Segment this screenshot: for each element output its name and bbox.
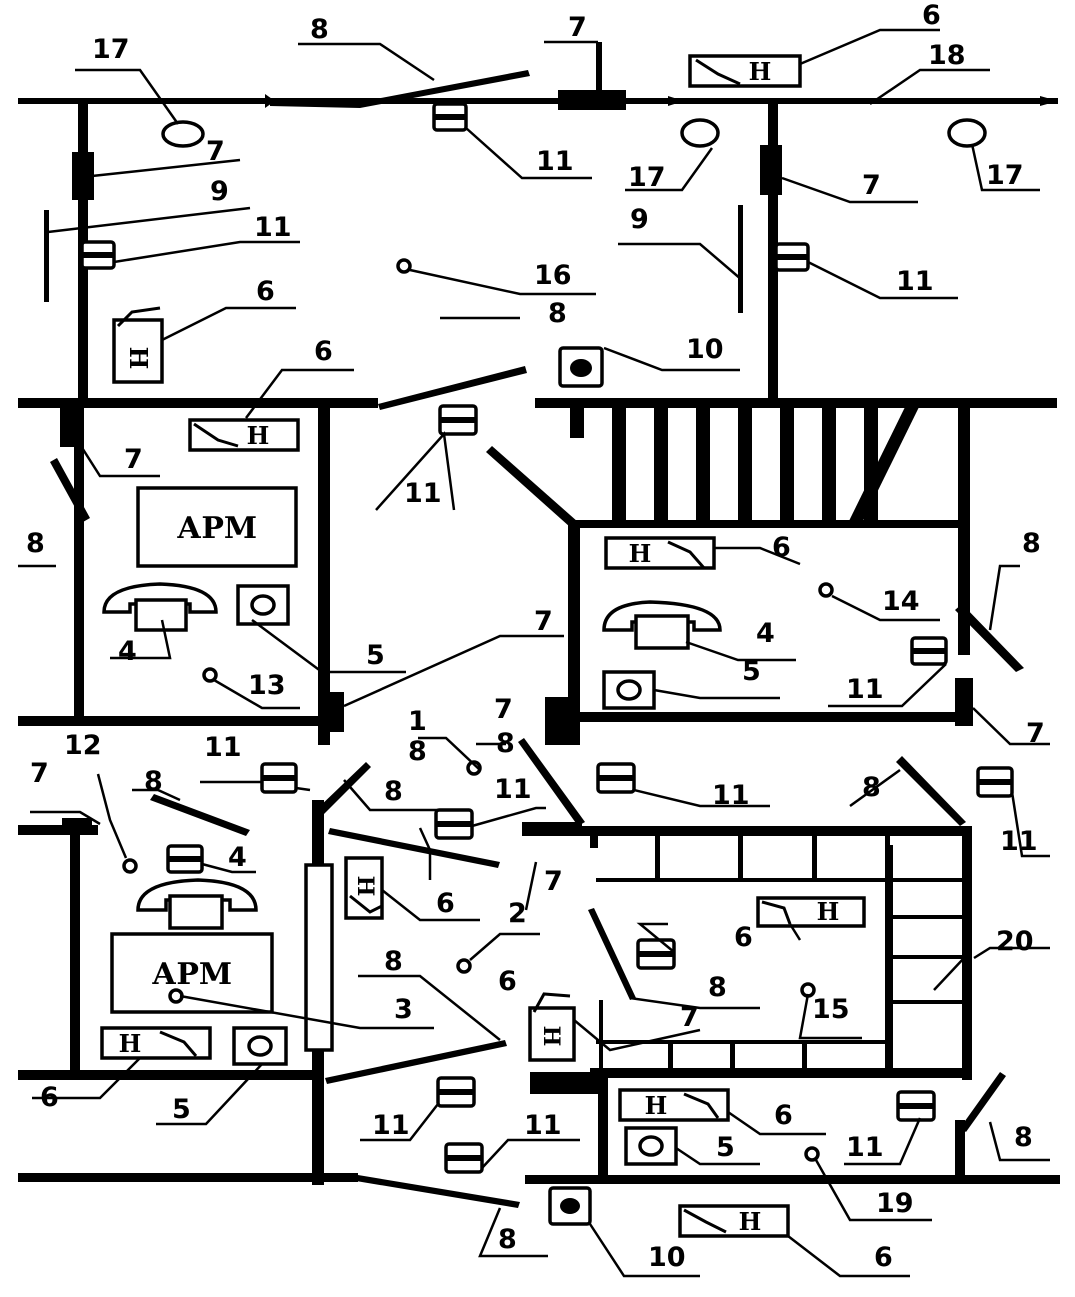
detector-5-symbols <box>232 584 678 1166</box>
indicator-6-symbols: Н Н Н Н Н Н Н Н Н Н <box>100 54 866 1238</box>
callout-11: 11 <box>494 774 532 805</box>
callout-8: 8 <box>1014 1122 1033 1153</box>
callout-18: 18 <box>928 40 966 71</box>
misc-lines <box>44 94 1058 313</box>
callout-7: 7 <box>124 444 143 475</box>
callout-8: 8 <box>708 972 727 1003</box>
callout-19: 19 <box>876 1188 914 1219</box>
callout-6: 6 <box>874 1242 893 1273</box>
callout-11: 11 <box>896 266 934 297</box>
callout-11: 11 <box>712 780 750 811</box>
arm-label-lower: АРМ <box>152 957 232 992</box>
callout-8: 8 <box>144 766 163 797</box>
indicator-h: Н <box>538 1026 564 1047</box>
callout-6: 6 <box>40 1082 59 1113</box>
callout-7: 7 <box>1026 718 1045 749</box>
indicator-h: Н <box>645 1091 668 1120</box>
callout-5: 5 <box>716 1132 735 1163</box>
callout-9: 9 <box>210 176 229 207</box>
callout-11: 11 <box>846 1132 884 1163</box>
callout-7: 7 <box>534 606 553 637</box>
callout-10: 10 <box>686 334 724 365</box>
callout-20: 20 <box>996 926 1034 957</box>
callout-1: 1 <box>408 706 427 737</box>
callout-5: 5 <box>742 656 761 687</box>
probe-points <box>122 258 834 1162</box>
indicator-h: Н <box>629 539 652 568</box>
callout-7: 7 <box>494 694 513 725</box>
walls <box>18 98 1060 1185</box>
callout-9: 9 <box>630 204 649 235</box>
callout-14: 14 <box>882 586 920 617</box>
callout-6: 6 <box>774 1100 793 1131</box>
callout-17: 17 <box>986 160 1024 191</box>
callout-11: 11 <box>404 478 442 509</box>
callout-7: 7 <box>30 758 49 789</box>
callout-11: 11 <box>254 212 292 243</box>
door-blocks <box>60 42 973 1094</box>
callout-7: 7 <box>568 12 587 43</box>
callout-8: 8 <box>384 946 403 977</box>
phone-4-symbols <box>102 582 722 930</box>
callout-7: 7 <box>680 1002 699 1033</box>
callout-6: 6 <box>922 0 941 31</box>
callout-11: 11 <box>536 146 574 177</box>
callout-8: 8 <box>496 728 515 759</box>
callout-7: 7 <box>862 170 881 201</box>
callout-8: 8 <box>498 1224 517 1255</box>
callout-3: 3 <box>394 994 413 1025</box>
callout-numbers: 17 8 7 6 18 11 17 7 17 7 9 11 9 11 16 6 … <box>26 0 1045 1273</box>
callout-11: 11 <box>846 674 884 705</box>
callout-17: 17 <box>92 34 130 65</box>
callout-5: 5 <box>366 640 385 671</box>
indicator-h: Н <box>817 897 840 926</box>
callout-12: 12 <box>64 730 102 761</box>
callout-13: 13 <box>248 670 286 701</box>
callout-11: 11 <box>204 732 242 763</box>
callout-8: 8 <box>408 736 427 767</box>
callout-8: 8 <box>1022 528 1041 559</box>
callout-5: 5 <box>172 1094 191 1125</box>
callout-8: 8 <box>862 772 881 803</box>
leader-lines <box>18 28 1050 1278</box>
indicator-h: Н <box>352 876 378 897</box>
callout-4: 4 <box>118 636 137 667</box>
camera-10-symbols <box>548 346 604 1226</box>
callout-4: 4 <box>228 842 247 873</box>
callout-16: 16 <box>534 260 572 291</box>
callout-11: 11 <box>372 1110 410 1141</box>
door-leaves <box>50 70 1024 1208</box>
sensor-11-symbols <box>80 102 1014 1174</box>
callout-6: 6 <box>498 966 517 997</box>
callout-15: 15 <box>812 994 850 1025</box>
callout-6: 6 <box>314 336 333 367</box>
callout-6: 6 <box>436 888 455 919</box>
callout-10: 10 <box>648 1242 686 1273</box>
indicator-h: Н <box>124 347 153 370</box>
callout-17: 17 <box>628 162 666 193</box>
callout-7: 7 <box>206 136 225 167</box>
callout-8: 8 <box>548 298 567 329</box>
indicator-h: Н <box>119 1029 142 1058</box>
indicator-h: Н <box>739 1207 762 1236</box>
callout-8: 8 <box>310 14 329 45</box>
indicator-h: Н <box>749 57 772 86</box>
ring-17-symbols <box>161 118 987 148</box>
callout-11: 11 <box>1000 826 1038 857</box>
indicator-h: Н <box>247 421 270 450</box>
callout-4: 4 <box>756 618 775 649</box>
callout-8: 8 <box>384 776 403 807</box>
callout-6: 6 <box>772 532 791 563</box>
callout-7: 7 <box>544 866 563 897</box>
arm-label-upper: АРМ <box>177 511 257 546</box>
workstation-arm: АРМ АРМ <box>110 486 298 1014</box>
callout-8: 8 <box>26 528 45 559</box>
callout-6: 6 <box>256 276 275 307</box>
callout-6: 6 <box>734 922 753 953</box>
callout-11: 11 <box>524 1110 562 1141</box>
callout-2: 2 <box>508 898 527 929</box>
